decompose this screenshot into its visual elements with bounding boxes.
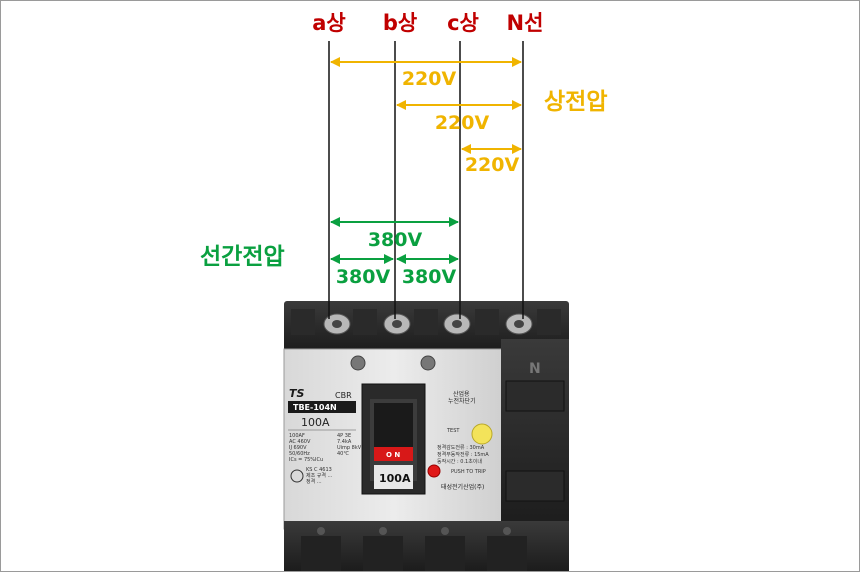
- spec-right-3: Uimp 8kV: [337, 445, 362, 451]
- test-button[interactable]: [471, 423, 493, 445]
- rated-line-1: 정격감도전류 : 30mA: [437, 444, 485, 451]
- handle-rating: 100A: [379, 472, 411, 485]
- spec-left-1: 100AF: [289, 433, 305, 439]
- breaker-handle-area: O N 100A: [361, 383, 426, 495]
- phase-voltage-a-n: 220V: [402, 68, 457, 90]
- maker-name: 태성전기산업(주): [441, 483, 484, 491]
- phase-label-n: N선: [507, 11, 544, 35]
- cert-line-2: 정격 ...: [306, 478, 322, 485]
- spec-right-1: 4P 3E: [337, 433, 351, 439]
- test-label: TEST: [446, 428, 460, 434]
- phase-voltage-group: 220V 220V 220V 상전압: [330, 57, 607, 176]
- neutral-mark: N: [529, 361, 541, 377]
- rated-line-3: 동작시간 : 0.1초이내: [437, 458, 482, 465]
- line-voltage-group: 380V 380V 380V 선간전압: [200, 217, 459, 288]
- right-label-panel: 산업용 누전차단기 TEST 정격감도전류 : 30mA 정격부동작전류 : 1…: [427, 390, 493, 491]
- line-voltage-b-c: 380V: [402, 266, 457, 288]
- cert-line-1: 제조 규격 ...: [306, 472, 333, 479]
- kc-mark-icon: [290, 469, 304, 483]
- left-label-panel: TS CBR TBE-104N 100A 100AF AC 460V IJ 69…: [288, 387, 362, 485]
- bottom-terminals: [301, 527, 527, 571]
- spec-left-2: AC 460V: [289, 439, 311, 445]
- rated-line-2: 정격부동작전류 : 15mA: [437, 451, 489, 458]
- spec-right-4: 40℃: [337, 451, 349, 457]
- phase-voltage-b-n: 220V: [435, 112, 490, 134]
- phase-labels: a상 b상 c상 N선: [312, 11, 543, 35]
- model-number: TBE-104N: [293, 403, 337, 412]
- brand-logo: TS: [289, 387, 305, 400]
- phase-label-b: b상: [383, 11, 417, 35]
- line-voltage-a-b: 380V: [336, 266, 391, 288]
- product-name-1: 산업용: [453, 390, 470, 398]
- spec-right-2: 7.4kA: [337, 439, 352, 445]
- phase-label-c: c상: [447, 11, 479, 35]
- phase-voltage-title: 상전압: [544, 89, 607, 115]
- breaker-type: CBR: [335, 391, 352, 400]
- push-to-trip-button[interactable]: [427, 464, 441, 478]
- push-to-trip-label: PUSH TO TRIP: [451, 469, 486, 475]
- spec-left-3: IJ 690V: [289, 445, 307, 451]
- top-terminals: [291, 309, 561, 335]
- product-name-2: 누전차단기: [448, 397, 476, 405]
- phase-label-a: a상: [312, 11, 346, 35]
- on-label: O N: [386, 451, 400, 459]
- phase-voltage-c-n: 220V: [465, 154, 520, 176]
- spec-left-5: ICs = 75%ICu: [289, 457, 323, 463]
- phase-lines: [328, 41, 524, 319]
- circuit-breaker: N TS CBR TBE-104N 100A 100AF AC 460V IJ …: [283, 301, 569, 571]
- rating-label: 100A: [301, 416, 330, 429]
- line-voltage-title: 선간전압: [200, 244, 285, 270]
- spec-left-4: 50/60Hz: [289, 451, 310, 457]
- on-indicator: [374, 447, 413, 461]
- kc-label: KS C 4613: [306, 467, 332, 473]
- line-voltage-a-c: 380V: [368, 229, 423, 251]
